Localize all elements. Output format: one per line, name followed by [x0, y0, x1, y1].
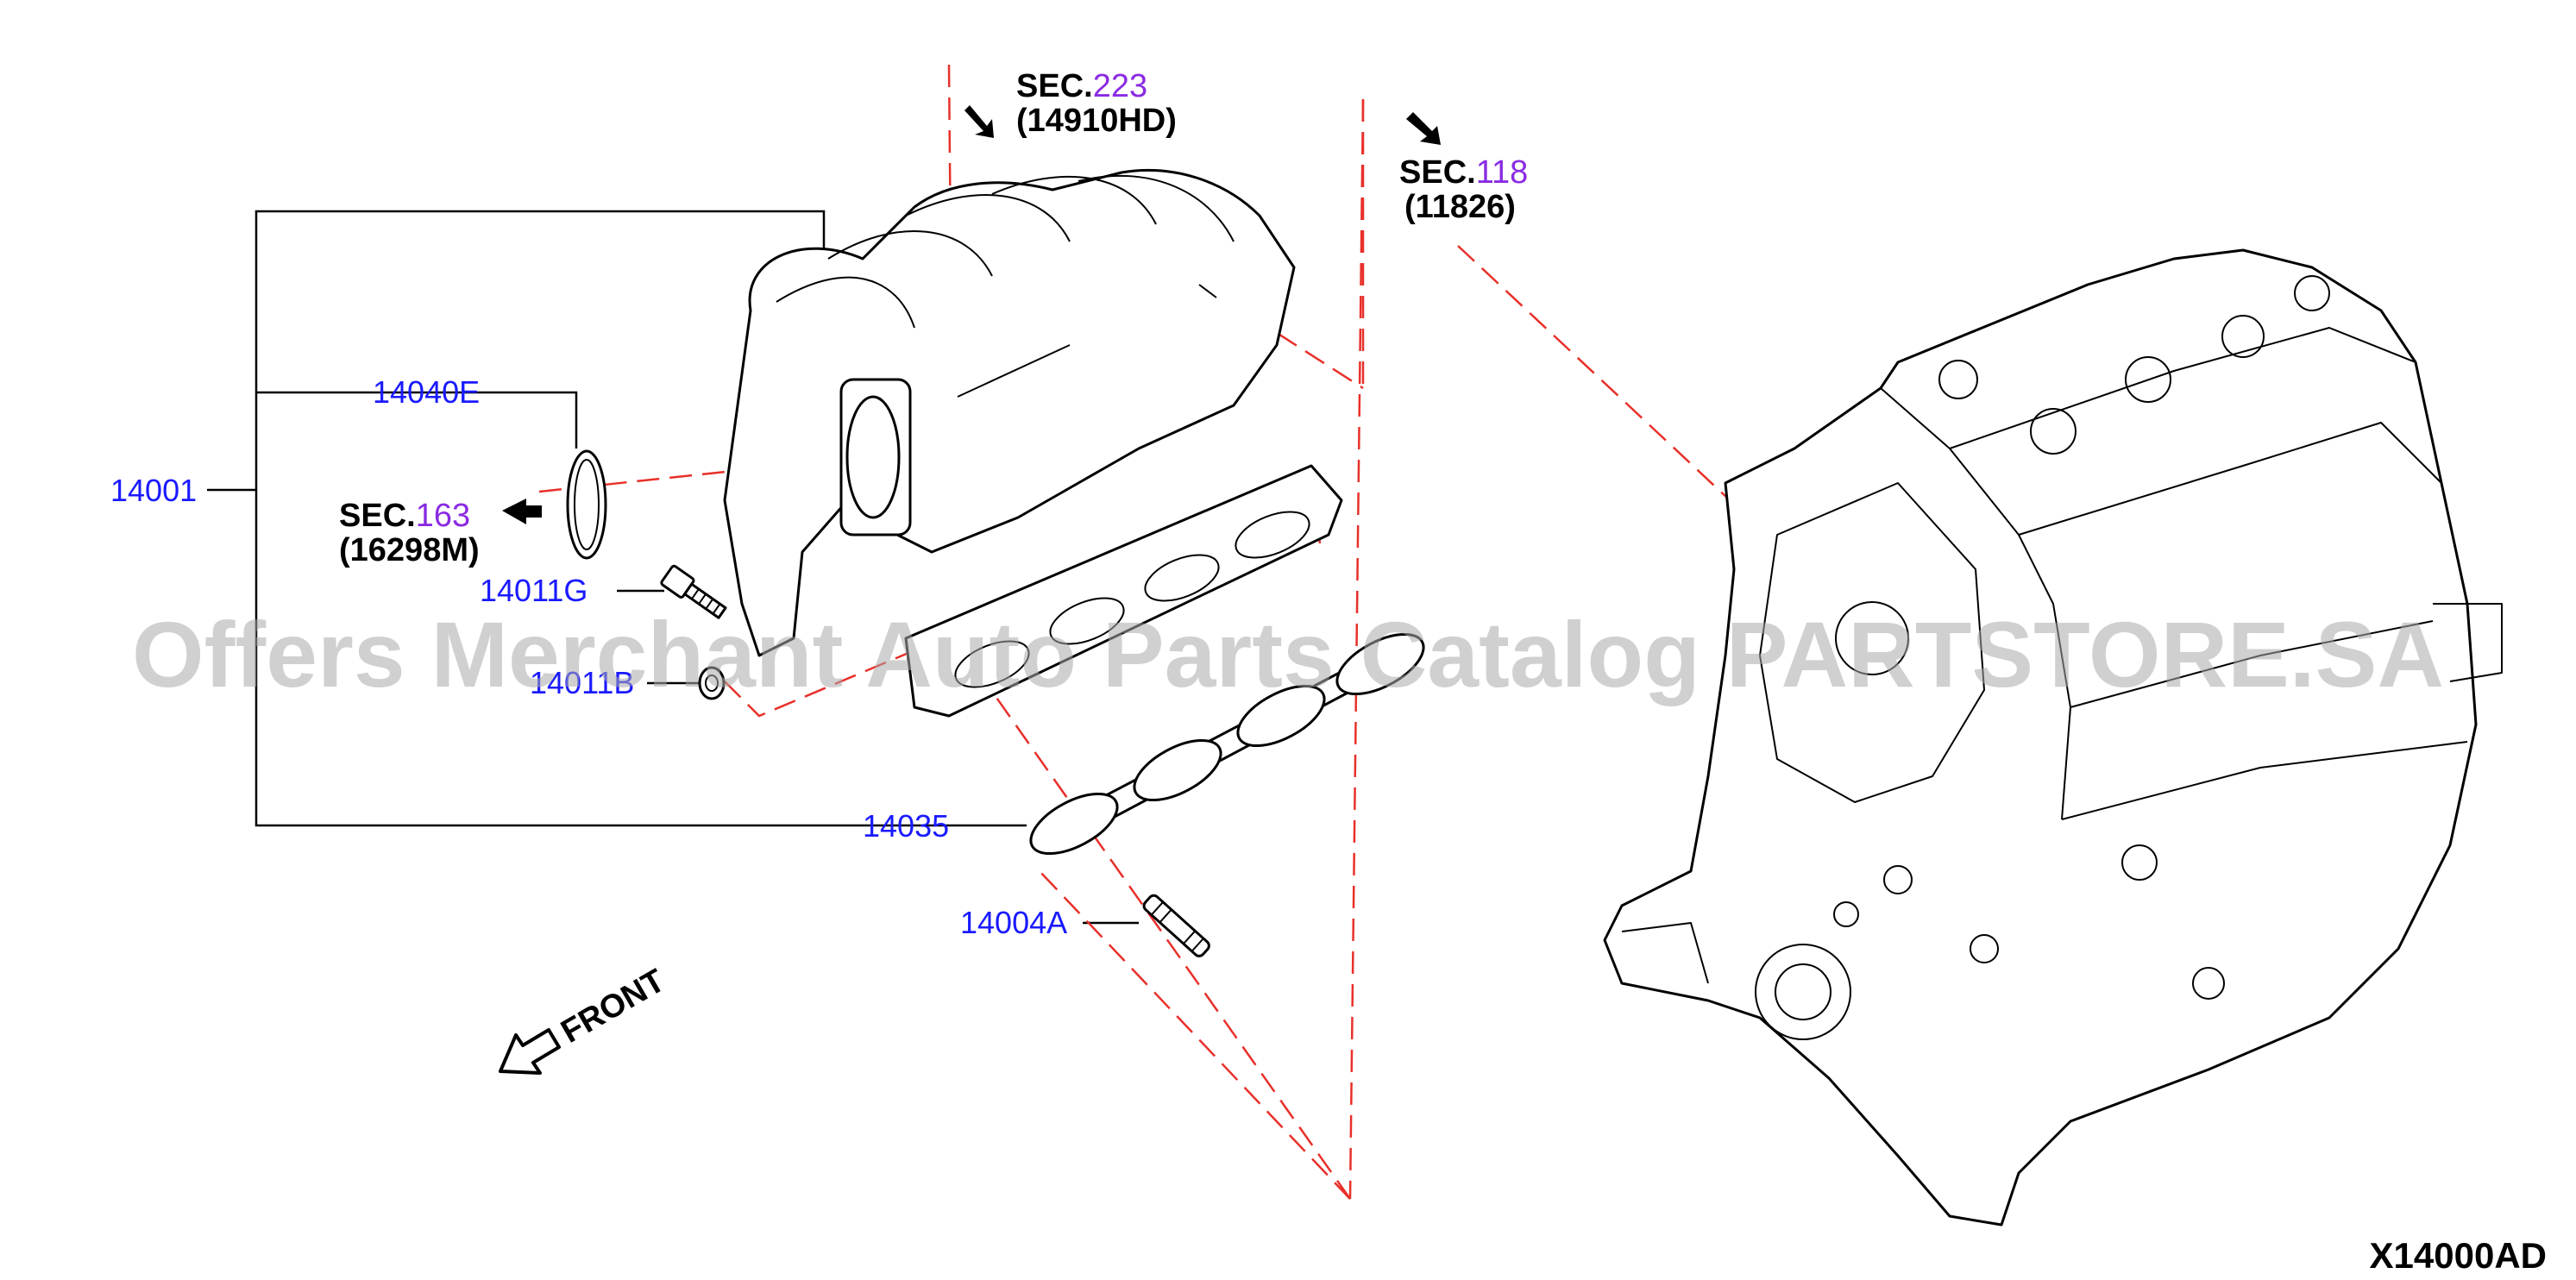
part-number-14004a[interactable]: 14004A [960, 905, 1067, 940]
svg-text:SEC.223: SEC.223 [1016, 68, 1147, 104]
sec-ref-code: (14910HD) [1016, 103, 1177, 139]
watermark-text: Offers Merchant Auto Parts Catalog PARTS… [132, 602, 2444, 706]
sec-number: 223 [1093, 68, 1147, 104]
svg-text:SEC.118: SEC.118 [1399, 154, 1528, 191]
nut[interactable] [698, 666, 726, 700]
sec-number: 118 [1476, 154, 1529, 191]
throttle-gasket[interactable] [566, 449, 607, 560]
part-number-14040e[interactable]: 14040E [373, 374, 480, 410]
section-ref-163[interactable]: SEC.163 (16298M) [339, 498, 542, 568]
part-number-14011g[interactable]: 14011G [480, 573, 587, 608]
part-number-14011b[interactable]: 14011B [530, 665, 634, 700]
engine-block [1603, 248, 2503, 1227]
part-number-14001[interactable]: 14001 [110, 473, 197, 508]
front-label: FRONT [556, 963, 671, 1051]
section-ref-223[interactable]: SEC.223 (14910HD) [964, 68, 1177, 139]
bolt[interactable] [660, 564, 729, 622]
callout-bracket [207, 210, 1139, 925]
manifold-gasket[interactable] [1021, 622, 1433, 866]
arrow-icon [964, 105, 994, 138]
front-indicator: FRONT [499, 963, 671, 1075]
section-ref-118[interactable]: SEC.118 (11826) [1399, 112, 1528, 225]
sec-ref-code: (11826) [1404, 189, 1516, 225]
sec-number: 163 [416, 498, 470, 534]
sec-ref-code: (16298M) [339, 532, 480, 568]
front-arrow-icon [499, 1028, 561, 1075]
arrow-icon [1406, 112, 1441, 145]
stud[interactable] [1142, 894, 1211, 958]
sec-prefix: SEC. [1399, 154, 1476, 191]
sec-prefix: SEC. [339, 498, 416, 534]
sec-prefix: SEC. [1016, 68, 1093, 104]
part-number-14035[interactable]: 14035 [863, 808, 949, 844]
intake-manifold[interactable] [723, 169, 1343, 718]
svg-text:SEC.163: SEC.163 [339, 498, 470, 534]
diagram-code: X14000AD [2370, 1235, 2547, 1276]
arrow-icon [502, 499, 542, 524]
